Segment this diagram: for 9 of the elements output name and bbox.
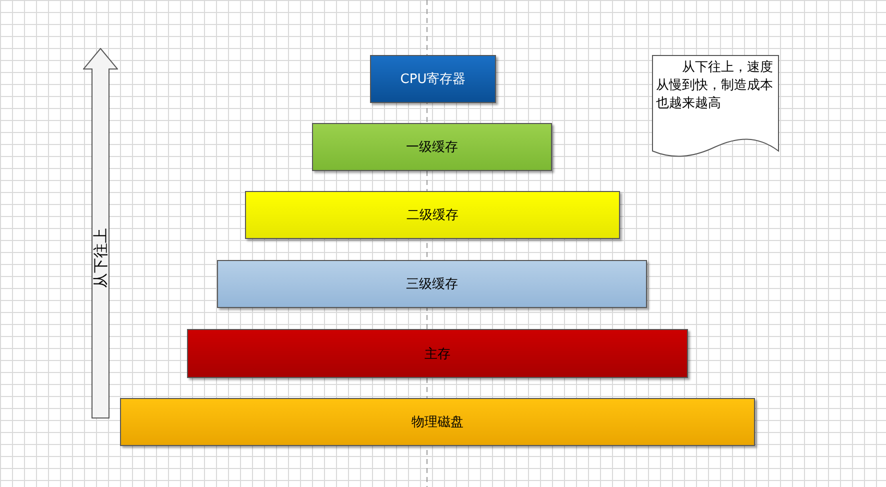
level-box: 二级缓存: [245, 191, 620, 239]
level-box: 三级缓存: [217, 260, 647, 308]
level-box: 主存: [187, 329, 688, 378]
note-text: 从下往上，速度从慢到快，制造成本也越来越高: [656, 59, 774, 113]
block-arrow: [83, 48, 118, 420]
arrow-label: 从下往上: [90, 227, 110, 290]
level-box: 物理磁盘: [120, 398, 755, 446]
level-box: 一级缓存: [312, 123, 552, 171]
level-box: CPU寄存器: [370, 55, 496, 103]
